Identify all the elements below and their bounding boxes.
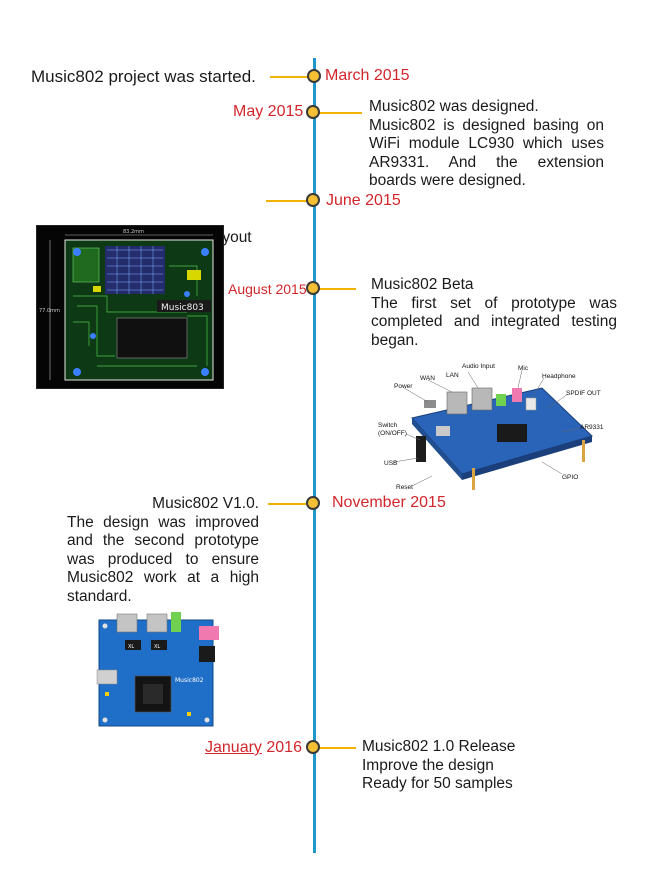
milestone-text: Music802 project was started. (31, 67, 256, 87)
milestone-line: The design was improved and the second p… (67, 513, 259, 605)
callout-label: LAN (446, 372, 459, 379)
callout-label: Audio Input (462, 363, 495, 370)
beta-board-drawing (393, 369, 593, 490)
timeline-axis (313, 58, 316, 853)
callout-label: Switch (ON/OFF) (378, 422, 407, 437)
milestone-line: Music802 1.0 Release (362, 738, 516, 755)
milestone-text: Music802 was designed. Music802 is desig… (369, 98, 604, 191)
chip-label: XL (128, 644, 134, 650)
milestone-dot (306, 105, 320, 119)
pcb-dim-top: 83.2mm (123, 229, 144, 235)
milestone-line: Ready for 50 samples (362, 775, 513, 792)
callout-label: Reset (396, 484, 413, 491)
milestone-date: January 2016 (205, 739, 302, 757)
milestone-line: Music802 was designed. (369, 98, 539, 115)
milestone-line: Improve the design (362, 756, 494, 774)
milestone-dot (306, 740, 320, 754)
connector (268, 503, 314, 505)
milestone-line: Music802 V1.0. (152, 495, 259, 512)
chip-label: XL (154, 644, 160, 650)
milestone-dot (307, 69, 321, 83)
pcb-dim-left: 77.0mm (39, 308, 60, 314)
callout-label: GPIO (562, 474, 579, 481)
milestone-text: Music802 V1.0. The design was improved a… (67, 495, 259, 606)
milestone-text: Music802 1.0 Release Improve the design … (362, 738, 515, 794)
milestone-dot (306, 281, 320, 295)
milestone-date: June 2015 (326, 192, 401, 209)
milestone-line: Music802 is designed basing on WiFi modu… (369, 116, 604, 190)
connector (314, 288, 356, 290)
pcb-layout-drawing: Music803 83.2mm 77.0mm (37, 226, 223, 388)
milestone-line: The first set of prototype was completed… (371, 294, 617, 349)
milestone-date: November 2015 (332, 494, 446, 511)
milestone-dot (306, 496, 320, 510)
pcb-board-label: Music803 (161, 303, 204, 313)
v1-board-drawing: XL XL Music802 (96, 612, 219, 727)
connector (266, 200, 314, 202)
v1-board-label: Music802 (175, 677, 204, 684)
milestone-date: August 2015 (228, 281, 307, 297)
callout-label: WAN (420, 375, 435, 382)
callout-label: SPDIF OUT (566, 390, 601, 397)
milestone-line: Music802 project was started. (31, 67, 256, 86)
milestone-dot (306, 193, 320, 207)
milestone-date: March 2015 (325, 67, 410, 84)
milestone-date: May 2015 (233, 103, 304, 120)
connector (314, 112, 362, 114)
callout-label: Power (394, 383, 413, 390)
milestone-line: Music802 Beta (371, 276, 474, 293)
v1-board-image: XL XL Music802 (95, 612, 225, 730)
beta-board-image: Power WAN LAN Audio Input Mic Headphone … (372, 358, 620, 498)
pcb-layout-image: Music803 83.2mm 77.0mm (36, 225, 224, 389)
connector (270, 76, 314, 78)
callout-label: Headphone (542, 373, 576, 380)
callout-label: Mic (518, 365, 529, 372)
milestone-date-year: 2016 (261, 739, 302, 756)
connector (314, 747, 356, 749)
callout-label: AR9331 (580, 424, 604, 431)
milestone-text: Music802 Beta The first set of prototype… (371, 276, 617, 350)
milestone-date-link[interactable]: January (205, 739, 262, 756)
callout-label: USB (384, 460, 398, 467)
